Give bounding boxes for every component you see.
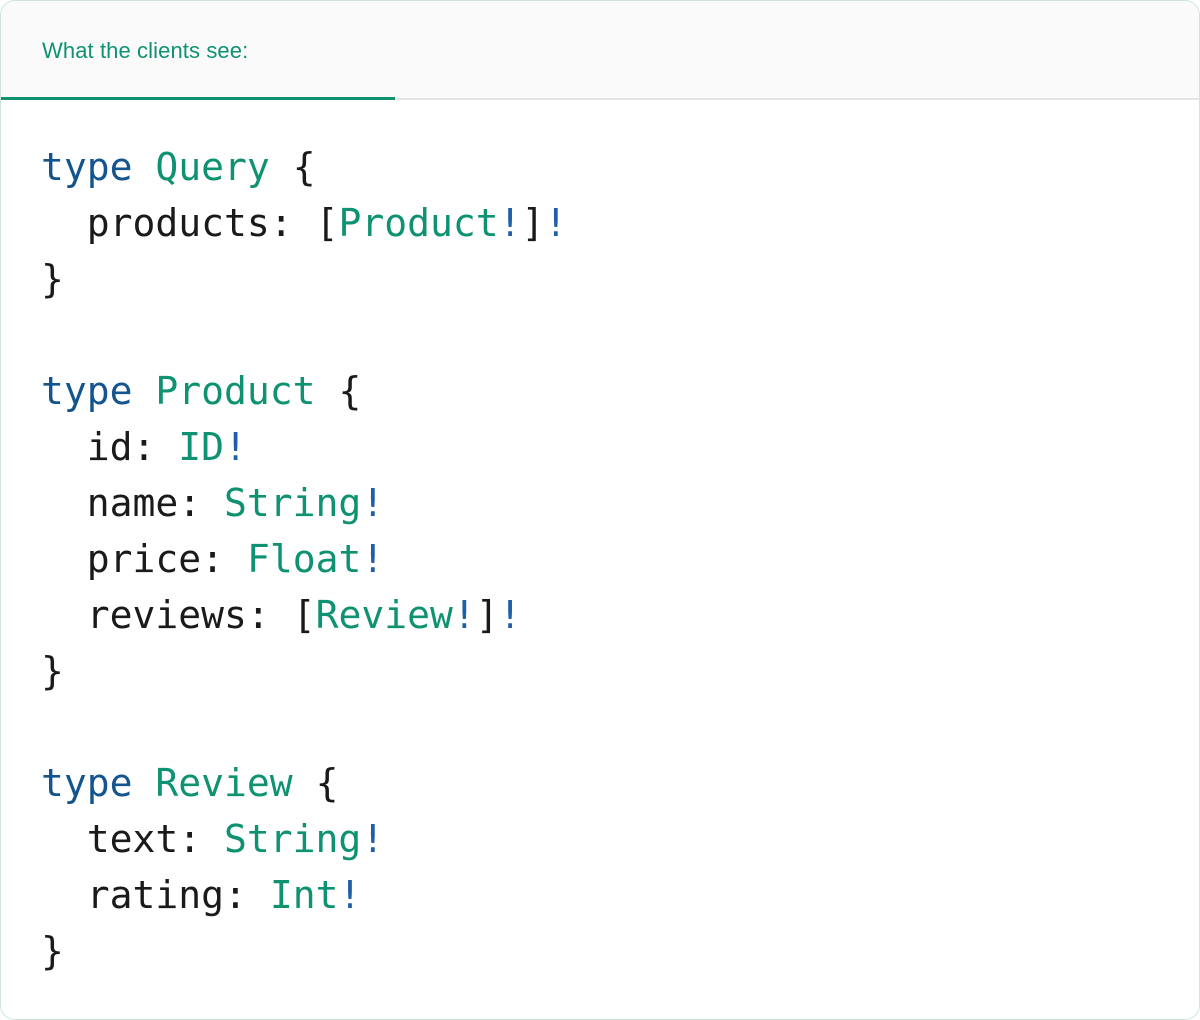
field-price: price: <box>86 537 225 581</box>
type-ref-product: Product <box>338 201 499 245</box>
open-brace: { <box>292 145 316 189</box>
code-line-9: reviews: [Review!]! <box>41 587 1199 643</box>
type-ref-int: Int <box>269 873 339 917</box>
space <box>224 537 247 581</box>
indent <box>41 481 87 525</box>
type-ref-review: Review <box>315 593 453 637</box>
code-line-7: name: String! <box>41 475 1199 531</box>
code-line-blank <box>41 307 1199 363</box>
open-bracket: [ <box>315 201 339 245</box>
indent <box>41 201 87 245</box>
tab-strip: What the clients see: <box>1 1 1199 101</box>
field-text: text: <box>86 817 202 861</box>
space <box>155 425 178 469</box>
open-brace: { <box>338 369 362 413</box>
field-rating: rating: <box>86 873 247 917</box>
code-line-15: } <box>41 923 1199 979</box>
indent <box>41 425 87 469</box>
field-name: name: <box>86 481 202 525</box>
keyword-type: type <box>41 761 133 805</box>
space <box>270 593 293 637</box>
code-line-5: type Product { <box>41 363 1199 419</box>
code-line-12: type Review { <box>41 755 1199 811</box>
close-brace: } <box>41 257 64 301</box>
code-line-2: products: [Product!]! <box>41 195 1199 251</box>
non-null-bang: ! <box>361 537 385 581</box>
close-bracket: ] <box>475 593 499 637</box>
tab-active-underline <box>1 97 395 101</box>
non-null-bang: ! <box>361 817 385 861</box>
close-brace: } <box>41 929 64 973</box>
space <box>133 761 156 805</box>
field-reviews: reviews: <box>86 593 270 637</box>
code-line-8: price: Float! <box>41 531 1199 587</box>
type-ref-string: String <box>224 817 362 861</box>
non-null-bang: ! <box>544 201 568 245</box>
field-id: id: <box>86 425 156 469</box>
schema-code-area[interactable]: type Query { products: [Product!]!}type … <box>1 100 1199 1019</box>
code-line-14: rating: Int! <box>41 867 1199 923</box>
field-products: products: <box>86 201 293 245</box>
non-null-bang: ! <box>498 201 522 245</box>
non-null-bang: ! <box>452 593 476 637</box>
space <box>201 481 224 525</box>
open-brace: { <box>315 761 339 805</box>
non-null-bang: ! <box>224 425 247 469</box>
code-line-6: id: ID! <box>41 419 1199 475</box>
space <box>133 369 156 413</box>
indent <box>41 593 87 637</box>
tab-strip-rule <box>1 98 1199 100</box>
type-ref-float: Float <box>246 537 362 581</box>
indent <box>41 537 87 581</box>
code-line-10: } <box>41 643 1199 699</box>
space <box>316 369 339 413</box>
type-ref-string: String <box>224 481 362 525</box>
code-line-1: type Query { <box>41 139 1199 195</box>
indent <box>41 817 87 861</box>
graphql-schema-code: type Query { products: [Product!]!}type … <box>41 139 1199 979</box>
non-null-bang: ! <box>338 873 362 917</box>
close-brace: } <box>41 649 64 693</box>
close-bracket: ] <box>521 201 545 245</box>
non-null-bang: ! <box>361 481 385 525</box>
space <box>270 145 293 189</box>
tab-what-the-clients-see[interactable]: What the clients see: <box>1 1 395 100</box>
type-name-review: Review <box>155 761 293 805</box>
indent <box>41 873 87 917</box>
space <box>133 145 156 189</box>
space <box>201 817 224 861</box>
non-null-bang: ! <box>498 593 522 637</box>
space <box>293 761 316 805</box>
keyword-type: type <box>41 369 133 413</box>
type-ref-id: ID <box>178 425 225 469</box>
space <box>247 873 270 917</box>
type-name-product: Product <box>155 369 316 413</box>
code-line-3: } <box>41 251 1199 307</box>
code-line-13: text: String! <box>41 811 1199 867</box>
keyword-type: type <box>41 145 133 189</box>
type-name-query: Query <box>155 145 270 189</box>
open-bracket: [ <box>292 593 316 637</box>
space <box>293 201 316 245</box>
tab-label: What the clients see: <box>42 37 249 63</box>
code-line-blank <box>41 699 1199 755</box>
